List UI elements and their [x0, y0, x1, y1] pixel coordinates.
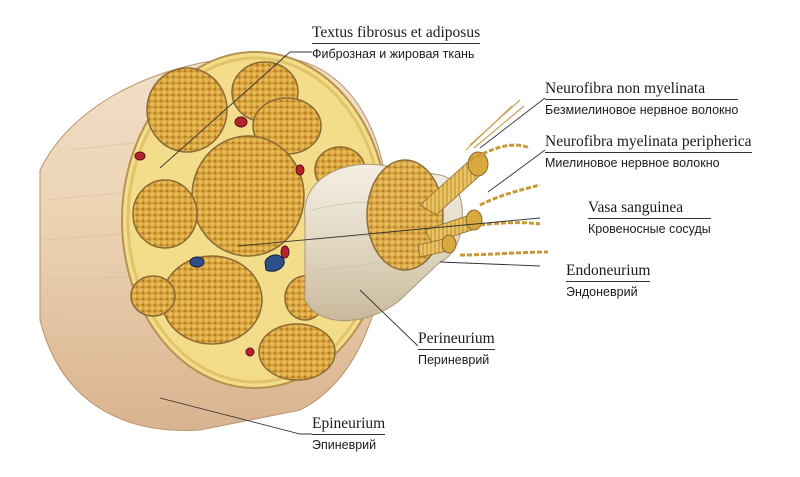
- label-russian: Миелиновое нервное волокно: [545, 156, 720, 170]
- label-russian: Фиброзная и жировая ткань: [312, 47, 475, 61]
- label-latin: Endoneurium: [566, 262, 651, 282]
- fascicle: [132, 179, 198, 249]
- label-neurofibra-myelinata: Neurofibra myelinata peripherica Миелино…: [545, 133, 752, 170]
- fascicle: [130, 275, 176, 317]
- blood-vessels: [134, 116, 305, 357]
- fascicle: [161, 255, 263, 345]
- label-textus-fibrosus: Textus fibrosus et adiposus Фиброзная и …: [312, 24, 481, 61]
- fascicle: [191, 135, 305, 257]
- vessel-blue: [264, 254, 285, 272]
- label-russian: Эпиневрий: [312, 438, 377, 452]
- vessel-blue: [189, 256, 205, 268]
- non-myelinated-fibers: [465, 99, 525, 151]
- label-russian: Эндоневрий: [566, 285, 638, 299]
- label-russian: Кровеносные сосуды: [588, 222, 711, 236]
- label-latin: Epineurium: [312, 415, 386, 435]
- myelinated-fibers: [459, 143, 549, 257]
- vessel-red: [234, 116, 248, 128]
- label-russian: Периневрий: [418, 353, 490, 367]
- fascicle: [146, 67, 228, 153]
- leader-lines: [159, 51, 546, 435]
- fascicle: [258, 323, 336, 381]
- label-latin: Textus fibrosus et adiposus: [312, 24, 481, 44]
- label-latin: Perineurium: [418, 330, 495, 350]
- label-vasa-sanguinea: Vasa sanguinea Кровеносные сосуды: [588, 199, 711, 236]
- label-endoneurium: Endoneurium Эндоневрий: [566, 262, 651, 299]
- label-latin: Neurofibra non myelinata: [545, 80, 739, 100]
- label-latin: Neurofibra myelinata peripherica: [545, 133, 752, 153]
- vessel-red: [134, 151, 146, 161]
- vessel-red: [295, 164, 305, 176]
- label-perineurium: Perineurium Периневрий: [418, 330, 495, 367]
- label-neurofibra-non-myelinata: Neurofibra non myelinata Безмиелиновое н…: [545, 80, 739, 117]
- fascicles: [130, 61, 366, 381]
- vessel-red: [245, 347, 255, 357]
- label-latin: Vasa sanguinea: [588, 199, 711, 219]
- label-epineurium: Epineurium Эпиневрий: [312, 415, 386, 452]
- vessel-red: [280, 245, 290, 259]
- label-russian: Безмиелиновое нервное волокно: [545, 103, 739, 117]
